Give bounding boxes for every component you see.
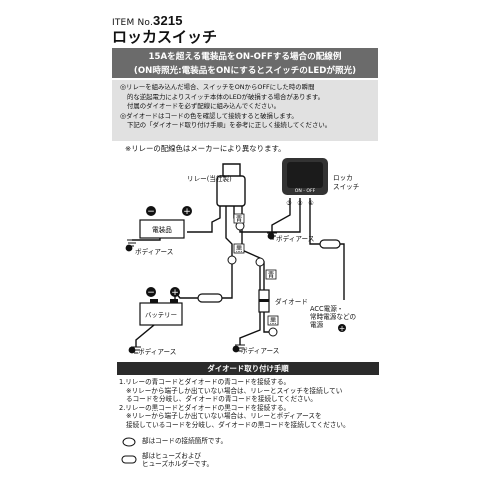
note-line: ◎リレーを組み込んだ場合、スイッチをONからOFFにした時の瞬間 (120, 83, 315, 91)
device-label: 電装品 (152, 225, 172, 234)
acc-plus: + (339, 324, 345, 333)
step-line: ※リレーから端子しか出ていない場合は、リレーとボディアースを (126, 412, 322, 421)
device-box (139, 219, 185, 239)
switch-onoff-text: ON - OFF (295, 188, 316, 194)
legend-fuse-line-2: ヒューズホルダーです。 (142, 459, 214, 468)
step-line: 2.リレーの黒コードとダイオードの黒コードを接続する。 (119, 403, 291, 412)
body-earth-label: ボディアース (241, 347, 280, 355)
steps-title: ダイオード取り付け手順 (117, 362, 379, 375)
diode-label: ダイオード (275, 298, 308, 306)
fuse-holder-battery (197, 293, 223, 303)
switch-label-2: スイッチ (333, 183, 360, 191)
wire-color-blue: 青 (236, 214, 243, 223)
acc-line-1: ACC電源・ (310, 305, 344, 313)
relay-label: リレー(当社製) (187, 175, 232, 183)
banner-line-2: (ON時照光:電装品をONにするとスイッチのLEDが照光) (133, 66, 357, 76)
note-line: 的な逆起電力によりスイッチ本体のLEDが破損する場合があります。 (127, 92, 325, 101)
battery-minus: − (147, 288, 155, 298)
step-line: 1.リレーの青コードとダイオードの青コードを接続する。 (119, 378, 291, 386)
page-title: ロッカスイッチ (112, 28, 218, 46)
note-line: 下記の「ダイオード取り付け手順」を参考に正しく接続してください。 (127, 121, 332, 130)
legend-fuse-line-1: 部はヒューズおよび (142, 452, 202, 460)
body-earth-label: ボディアース (138, 348, 177, 356)
legend-fuse-text: 部はヒューズおよび ヒューズホルダーです。 (142, 452, 214, 468)
caution-notes: ◎リレーを組み込んだ場合、スイッチをONからOFFにした時の瞬間 的な逆起電力に… (112, 80, 378, 141)
connection-point (227, 255, 237, 265)
legend-circle-icon (122, 437, 136, 447)
device-plus: + (183, 207, 191, 217)
pin-3-label: ③ (286, 200, 291, 207)
step-line: るコードを分岐し、ダイオードの青コードを接続してください。 (126, 395, 317, 404)
acc-line-3: 電源 (310, 321, 324, 329)
item-number: ITEM No.3215 (112, 13, 183, 28)
legend-icons (121, 437, 137, 464)
battery-box (139, 302, 183, 326)
note-line: ◎ダイオードはコードの色を確認して接続すると破損します。 (120, 111, 298, 120)
wire-color-blue: 青 (268, 270, 275, 279)
connection-point (268, 327, 278, 337)
wire-color-black: 黒 (270, 317, 277, 325)
relay-color-note: ※リレーの配線色はメーカーにより異なります。 (125, 144, 286, 153)
body-earth-label: ボディアース (276, 235, 315, 243)
pin-2-label: ② (297, 200, 303, 207)
steps-body: 1.リレーの青コードとダイオードの青コードを接続する。 ※リレーから端子しか出て… (119, 378, 381, 430)
acc-power-label: ACC電源・ 常時電源などの 電源 (310, 305, 356, 329)
connection-point (255, 257, 265, 267)
battery-label: バッテリー (145, 311, 177, 319)
battery-plus: + (171, 288, 179, 298)
relay-body (216, 175, 246, 207)
step-line: 接続しているコードを分岐し、ダイオードの黒コードを接続してください。 (126, 420, 350, 429)
device-minus: − (147, 207, 155, 217)
pin-1-label: ① (308, 200, 313, 207)
legend-circle-text: 部はコードの接続箇所です。 (142, 437, 228, 445)
wire-color-black: 黒 (236, 245, 243, 253)
acc-line-2: 常時電源などの (310, 313, 357, 321)
legend-fuse-icon (121, 455, 137, 464)
banner: 15Aを超える電装品をON-OFFする場合の配線例 (ON時照光:電装品をONに… (112, 48, 378, 78)
body-earth-label: ボディアース (135, 248, 174, 256)
step-line: ※リレーから端子しか出ていない場合は、リレーとスイッチを接続してい (126, 386, 343, 395)
fuse-holder-acc (319, 239, 341, 249)
switch-label-1: ロッカ (333, 174, 353, 182)
note-line: 付属のダイオードを必ず配線に組み込んでください。 (127, 102, 281, 111)
banner-line-1: 15Aを超える電装品をON-OFFする場合の配線例 (148, 52, 342, 62)
